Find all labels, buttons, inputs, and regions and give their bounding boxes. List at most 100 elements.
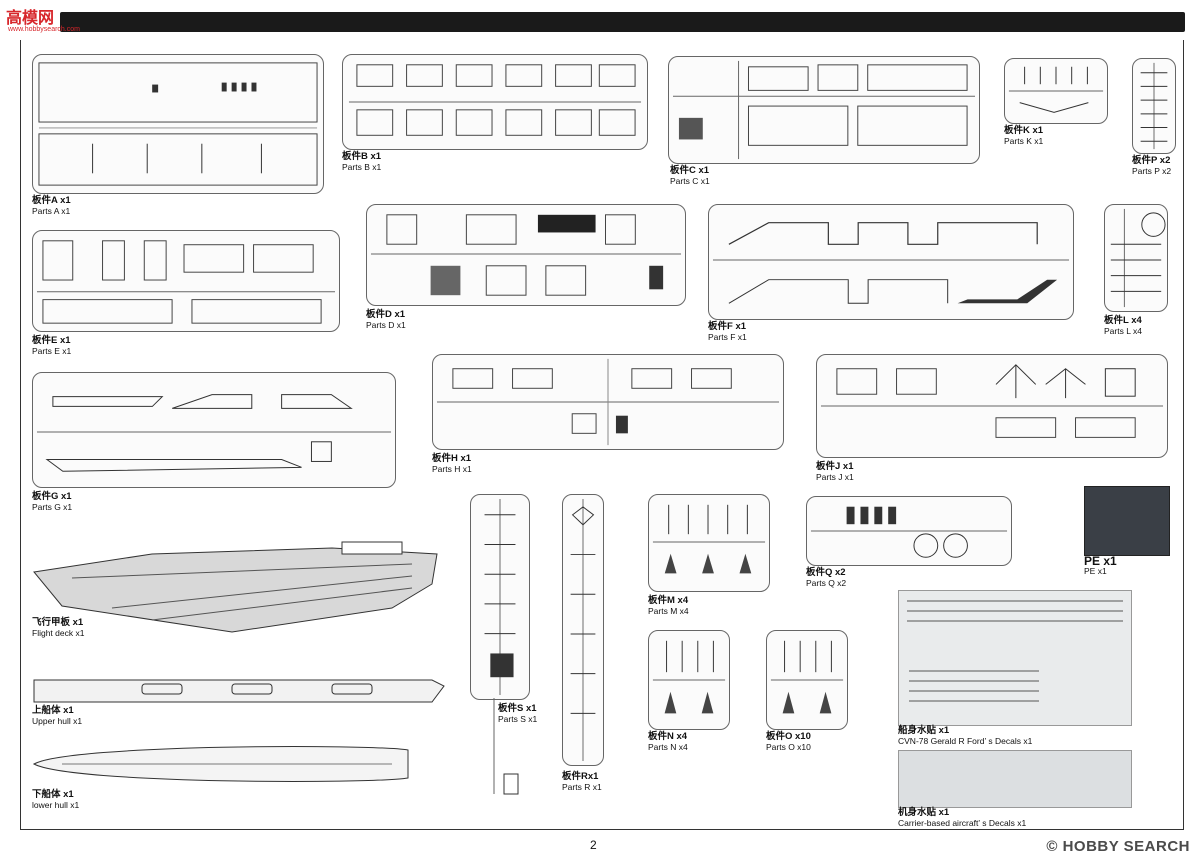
aircraft-decal-en: Carrier-based aircraft’ s Decals x1 — [898, 818, 1027, 828]
parts-g-label: 板件G x1 Parts G x1 — [32, 491, 73, 513]
sprue-l — [1104, 204, 1168, 312]
parts-r-en: Parts R x1 — [562, 782, 602, 792]
parts-f-en: Parts F x1 — [708, 332, 747, 342]
parts-k-label: 板件K x1 Parts K x1 — [1004, 125, 1044, 147]
lower-hull-label: 下船体 x1 lower hull x1 — [32, 789, 80, 811]
sprue-h — [432, 354, 784, 450]
parts-m-en: Parts M x4 — [648, 606, 689, 616]
sprue-p — [1132, 58, 1176, 154]
lower-hull-cn: 下船体 x1 — [32, 789, 74, 800]
parts-c-cn: 板件C x1 — [670, 165, 710, 176]
sprue-a — [32, 54, 324, 194]
sprue-j — [816, 354, 1168, 458]
ship-decal-label: 船身水贴 x1 CVN-78 Gerald R Ford’ s Decals x… — [898, 726, 1033, 747]
parts-j-en: Parts J x1 — [816, 472, 854, 482]
flight-deck-drawing — [33, 541, 438, 633]
parts-q-en: Parts Q x2 — [806, 578, 847, 588]
parts-pe-en: PE x1 — [1084, 566, 1107, 576]
lower-hull-en: lower hull x1 — [32, 800, 80, 810]
parts-n-cn: 板件N x4 — [648, 731, 688, 742]
site-logo[interactable]: 高模网 — [6, 8, 55, 27]
parts-pe-label: PE x1 PE x1 — [1084, 554, 1117, 576]
parts-h-en: Parts H x1 — [432, 464, 472, 474]
parts-m-cn: 板件M x4 — [648, 595, 689, 606]
parts-g-en: Parts G x1 — [32, 502, 73, 512]
parts-r-label: 板件Rx1 Parts R x1 — [562, 771, 602, 793]
sprue-r — [562, 494, 604, 766]
parts-n-label: 板件N x4 Parts N x4 — [648, 731, 688, 753]
aircraft-decal-label: 机身水贴 x1 Carrier-based aircraft’ s Decals… — [898, 807, 1027, 829]
parts-k-cn: 板件K x1 — [1004, 125, 1044, 136]
upper-hull-drawing — [33, 679, 445, 703]
aircraft-decal-cn: 机身水贴 x1 — [898, 807, 950, 818]
parts-o-label: 板件O x10 Parts O x10 — [766, 731, 811, 753]
lower-hull-drawing — [32, 746, 409, 782]
parts-q-label: 板件Q x2 Parts Q x2 — [806, 567, 847, 589]
parts-s-cn: 板件S x1 — [498, 703, 537, 714]
sprue-q — [806, 496, 1012, 566]
parts-pe-cn: PE x1 — [1084, 554, 1117, 568]
parts-d-en: Parts D x1 — [366, 320, 406, 330]
parts-e-en: Parts E x1 — [32, 346, 72, 356]
sprue-f — [708, 204, 1074, 320]
upper-hull-en: Upper hull x1 — [32, 716, 83, 726]
sprue-o — [766, 630, 848, 730]
parts-j-cn: 板件J x1 — [816, 461, 854, 472]
sprue-n — [648, 630, 730, 730]
sprue-k — [1004, 58, 1108, 124]
sprue-s-stem — [493, 698, 519, 795]
parts-a-cn: 板件A x1 — [32, 195, 71, 206]
parts-b-label: 板件B x1 Parts B x1 — [342, 151, 382, 173]
photo-etch-sheet — [1084, 486, 1170, 556]
page-frame — [20, 40, 1184, 830]
aircraft-decal-sheet — [898, 750, 1132, 808]
parts-a-label: 板件A x1 Parts A x1 — [32, 195, 71, 217]
sprue-e — [32, 230, 340, 332]
sprue-d — [366, 204, 686, 306]
sprue-c — [668, 56, 980, 164]
parts-e-cn: 板件E x1 — [32, 335, 71, 346]
flight-deck-label: 飞行甲板 x1 Flight deck x1 — [32, 617, 85, 639]
parts-b-cn: 板件B x1 — [342, 151, 382, 162]
flight-deck-en: Flight deck x1 — [32, 628, 85, 638]
parts-m-label: 板件M x4 Parts M x4 — [648, 595, 689, 617]
sprue-m — [648, 494, 770, 592]
site-logo-url: www.hobbysearch.com — [8, 26, 80, 33]
header-band — [60, 12, 1185, 32]
parts-f-label: 板件F x1 Parts F x1 — [708, 321, 747, 343]
parts-p-cn: 板件P x2 — [1132, 155, 1171, 166]
sprue-g — [32, 372, 396, 488]
parts-s-label: 板件S x1 Parts S x1 — [498, 703, 538, 725]
parts-l-cn: 板件L x4 — [1104, 315, 1142, 326]
sprue-s — [470, 494, 530, 700]
parts-r-cn: 板件Rx1 — [562, 771, 599, 782]
parts-h-cn: 板件H x1 — [432, 453, 472, 464]
parts-h-label: 板件H x1 Parts H x1 — [432, 453, 472, 475]
parts-p-label: 板件P x2 Parts P x2 — [1132, 155, 1172, 177]
parts-f-cn: 板件F x1 — [708, 321, 747, 332]
parts-o-en: Parts O x10 — [766, 742, 811, 752]
page-number: 2 — [590, 838, 597, 852]
parts-l-label: 板件L x4 Parts L x4 — [1104, 315, 1142, 337]
parts-b-en: Parts B x1 — [342, 162, 382, 172]
upper-hull-label: 上船体 x1 Upper hull x1 — [32, 705, 83, 727]
watermark: © HOBBY SEARCH — [1046, 838, 1190, 855]
parts-e-label: 板件E x1 Parts E x1 — [32, 335, 72, 357]
flight-deck-cn: 飞行甲板 x1 — [32, 617, 84, 628]
parts-k-en: Parts K x1 — [1004, 136, 1044, 146]
ship-decal-en: CVN-78 Gerald R Ford’ s Decals x1 — [898, 736, 1033, 746]
parts-n-en: Parts N x4 — [648, 742, 688, 752]
upper-hull-cn: 上船体 x1 — [32, 705, 74, 716]
sprue-b — [342, 54, 648, 150]
parts-a-en: Parts A x1 — [32, 206, 71, 216]
parts-c-label: 板件C x1 Parts C x1 — [670, 165, 710, 187]
ship-decal-sheet — [898, 590, 1132, 726]
parts-p-en: Parts P x2 — [1132, 166, 1172, 176]
parts-g-cn: 板件G x1 — [32, 491, 72, 502]
parts-l-en: Parts L x4 — [1104, 326, 1142, 336]
parts-s-en: Parts S x1 — [498, 714, 538, 724]
parts-j-label: 板件J x1 Parts J x1 — [816, 461, 854, 483]
parts-q-cn: 板件Q x2 — [806, 567, 846, 578]
parts-d-label: 板件D x1 Parts D x1 — [366, 310, 406, 331]
parts-o-cn: 板件O x10 — [766, 731, 811, 742]
